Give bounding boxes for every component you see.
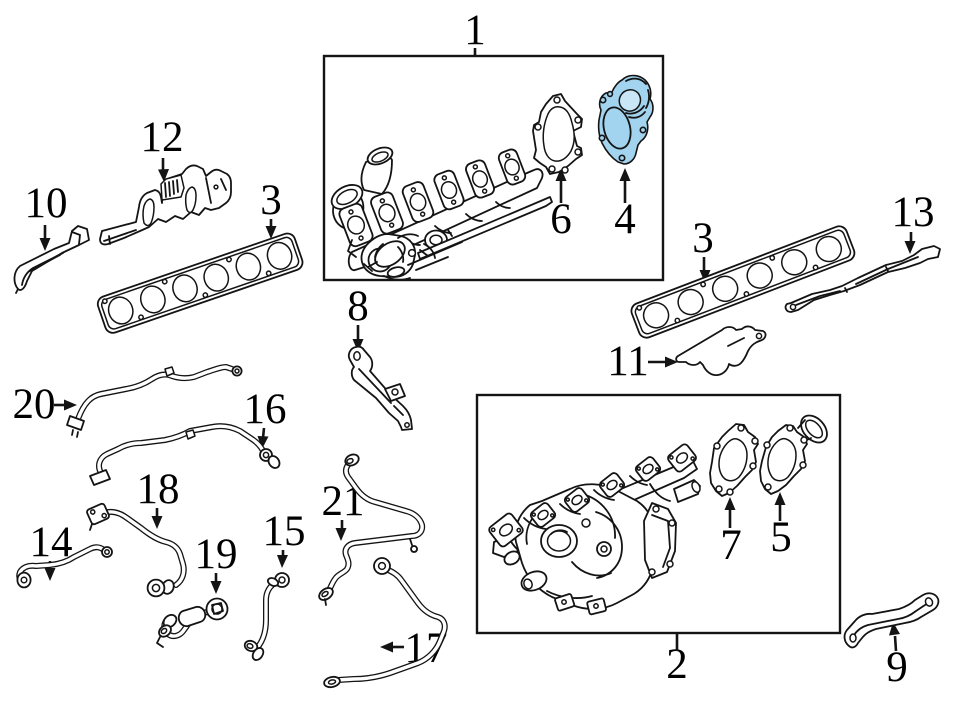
svg-text:18: 18 bbox=[137, 466, 180, 513]
svg-text:16: 16 bbox=[244, 386, 287, 433]
svg-text:3: 3 bbox=[692, 215, 714, 262]
svg-text:19: 19 bbox=[195, 531, 238, 578]
svg-text:5: 5 bbox=[770, 514, 792, 561]
svg-text:7: 7 bbox=[720, 522, 742, 569]
svg-text:11: 11 bbox=[607, 338, 648, 385]
svg-text:15: 15 bbox=[263, 508, 306, 555]
svg-text:21: 21 bbox=[322, 478, 365, 525]
svg-text:8: 8 bbox=[347, 283, 369, 330]
svg-text:3: 3 bbox=[260, 177, 282, 224]
svg-text:10: 10 bbox=[25, 180, 68, 227]
svg-text:1: 1 bbox=[464, 7, 486, 54]
svg-text:12: 12 bbox=[141, 114, 184, 161]
svg-text:2: 2 bbox=[666, 641, 688, 688]
svg-text:9: 9 bbox=[886, 644, 908, 691]
svg-text:4: 4 bbox=[614, 196, 636, 243]
svg-text:6: 6 bbox=[550, 196, 572, 243]
svg-text:14: 14 bbox=[30, 519, 73, 566]
svg-text:20: 20 bbox=[13, 381, 56, 428]
svg-text:13: 13 bbox=[892, 189, 935, 236]
